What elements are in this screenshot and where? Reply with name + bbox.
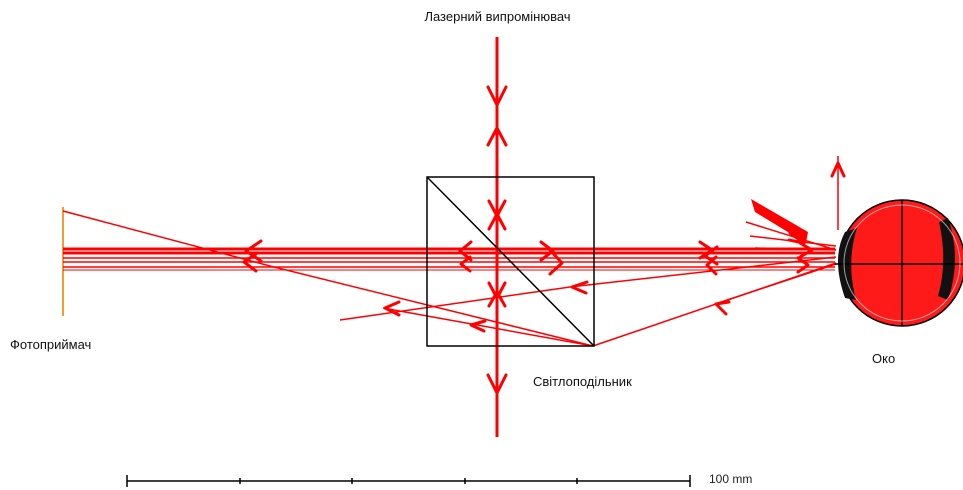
beam-splitter-cube — [426, 176, 595, 347]
scale-bar-label: 100 mm — [709, 472, 753, 486]
beam-splitter-label: Світлоподільник — [533, 374, 632, 389]
eye-label: Око — [872, 351, 896, 366]
photodetector-label: Фотоприймач — [10, 337, 92, 352]
eye-model — [835, 199, 963, 327]
scale-bar — [126, 475, 691, 487]
ray-arrowheads — [242, 85, 846, 395]
laser-emitter-label: Лазерний випромінювач — [424, 9, 571, 24]
incident-beam-wedge — [751, 199, 808, 243]
reflected-rays — [339, 156, 839, 347]
horizontal-ray-bundle — [62, 210, 835, 347]
